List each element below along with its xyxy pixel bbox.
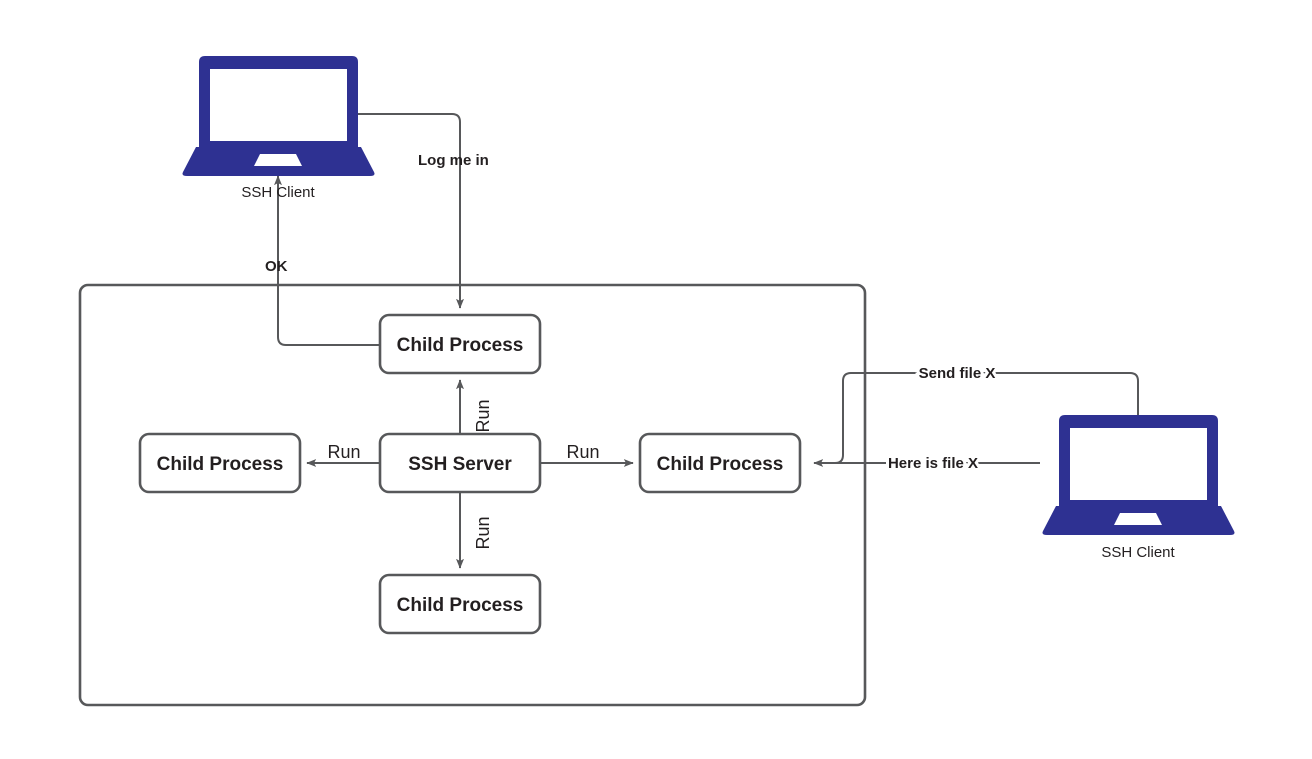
ssh-client-top-caption: SSH Client xyxy=(241,184,315,201)
connector-log-me-in xyxy=(358,113,464,309)
ssh-server-node[interactable]: SSH Server xyxy=(378,432,542,494)
edge-label-run-up: Run xyxy=(473,399,493,432)
ssh-server-box xyxy=(378,432,542,494)
edge-label-run-right: Run xyxy=(566,442,599,462)
child-process-top[interactable]: Child Process xyxy=(378,313,542,375)
child-process-bottom-box xyxy=(378,573,542,635)
child-process-left-label: Child Process xyxy=(157,454,284,475)
child-process-bottom[interactable]: Child Process xyxy=(378,573,542,635)
edge-label-log-me-in: Log me in xyxy=(418,152,489,169)
ssh-server-label: SSH Server xyxy=(408,454,512,475)
connector-send-file-x xyxy=(814,372,1139,464)
ssh-client-top-node[interactable]: SSH Client xyxy=(182,56,375,201)
edge-label-ok: OK xyxy=(265,258,288,275)
ssh-client-right-caption: SSH Client xyxy=(1101,544,1175,561)
laptop-icon xyxy=(1042,415,1235,535)
edge-label-send-file-x: Send file X xyxy=(919,365,996,382)
child-process-top-label: Child Process xyxy=(397,335,524,356)
child-process-right-label: Child Process xyxy=(657,454,784,475)
child-process-top-box xyxy=(378,313,542,375)
laptop-icon xyxy=(182,56,375,176)
ssh-client-right-node[interactable]: SSH Client xyxy=(1042,415,1235,561)
edge-label-run-left: Run xyxy=(327,442,360,462)
edge-label-here-is-file-x: Here is file X xyxy=(888,455,978,472)
child-process-bottom-label: Child Process xyxy=(397,595,524,616)
ssh-server-container xyxy=(78,283,867,707)
child-process-right-box xyxy=(638,432,802,494)
child-process-right[interactable]: Child Process xyxy=(638,432,802,494)
child-process-left[interactable]: Child Process xyxy=(138,432,302,494)
connector-ok xyxy=(274,175,380,346)
edge-label-run-down: Run xyxy=(473,516,493,549)
child-process-left-box xyxy=(138,432,302,494)
